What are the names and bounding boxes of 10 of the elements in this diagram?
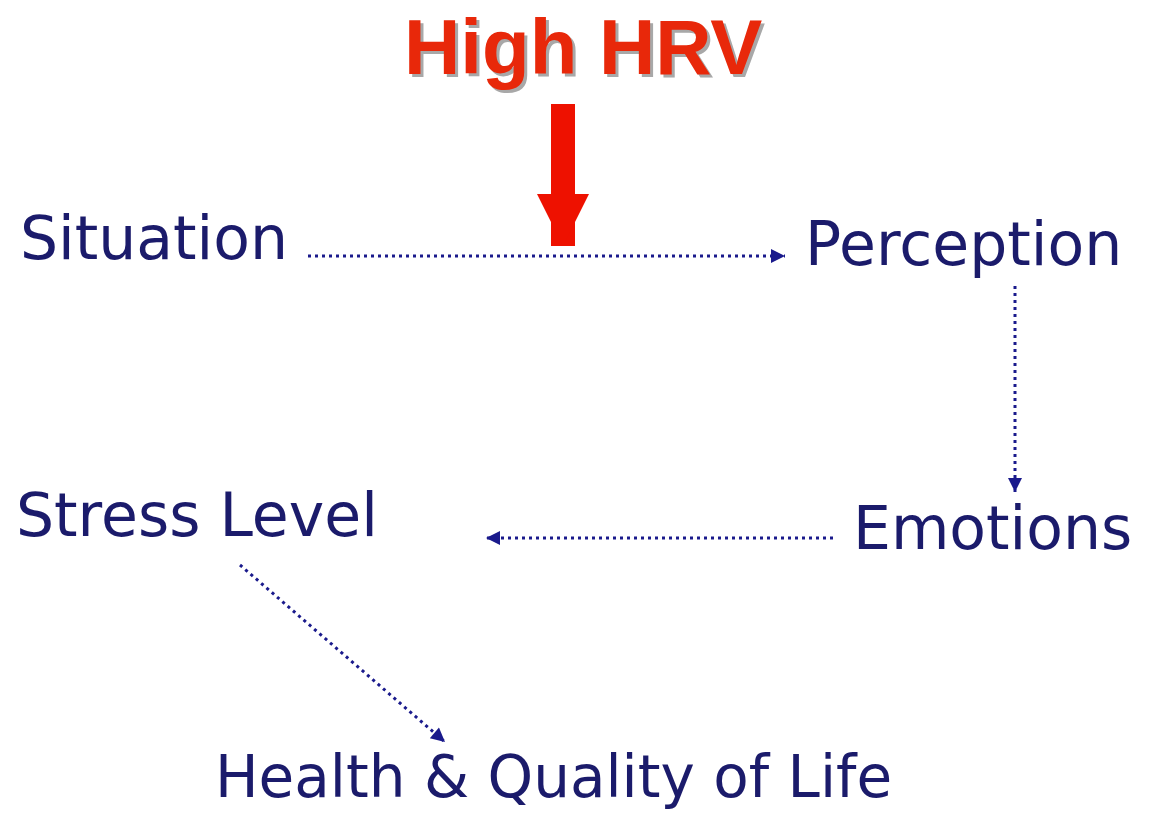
concept-label: Emotions	[833, 492, 1133, 558]
concept-label: Situation	[20, 208, 308, 268]
pointer-arrow	[537, 104, 589, 246]
dotted-arrow	[1008, 286, 1022, 492]
heading-label: High HRV	[404, 8, 763, 104]
dotted-arrow	[486, 531, 833, 545]
dotted-arrow	[308, 249, 785, 263]
concept-label: Stress Level	[16, 485, 486, 565]
dotted-arrow	[239, 563, 446, 744]
concept-label: Perception	[785, 214, 1123, 286]
